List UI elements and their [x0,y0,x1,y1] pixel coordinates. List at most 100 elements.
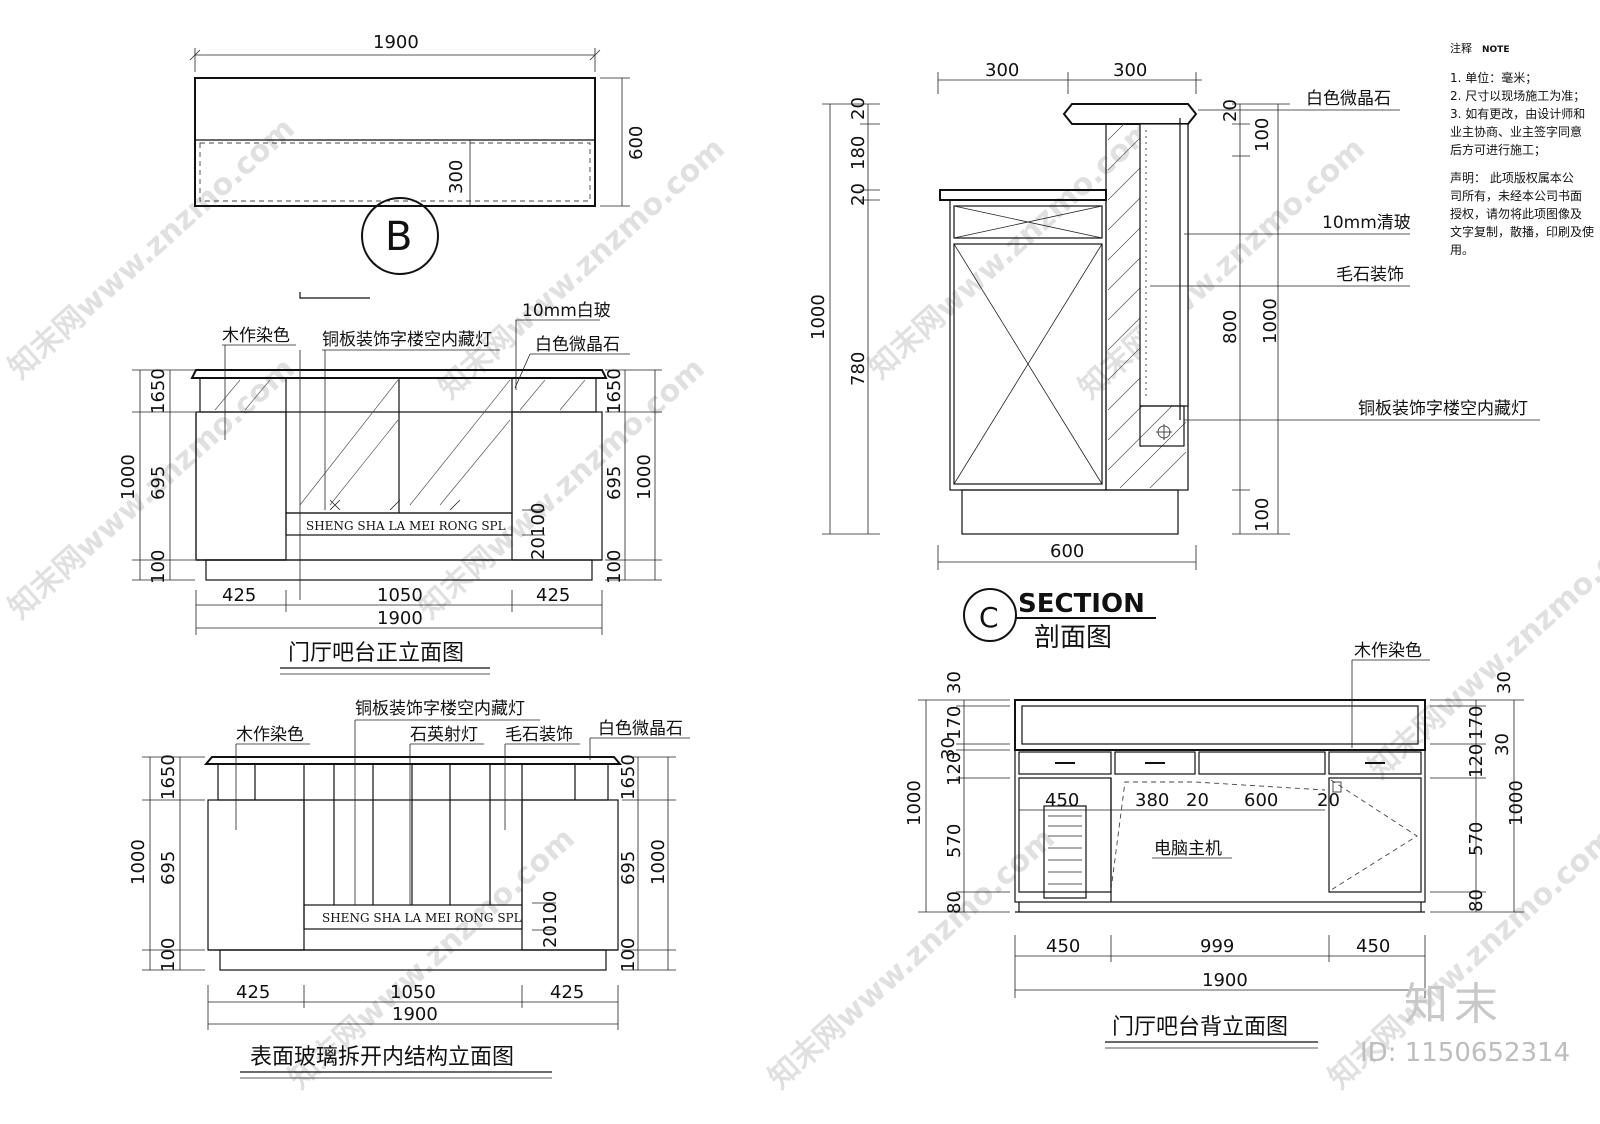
front-sign-text: SHENG SHA LA MEI RONG SPL [306,519,506,533]
inner-dim-sign-a: 20 [540,925,561,948]
statement-line: 司所有，未经本公司书面 [1450,189,1583,203]
front-dim-top-left: 1650 [148,368,169,414]
section-dim-r800: 800 [1220,310,1241,344]
inner-dim-top-right: 1650 [618,754,639,800]
inner-dim-top-left: 1650 [158,754,179,800]
back-dim-l30: 30 [944,671,965,694]
back-dim-l120: 120 [944,752,965,786]
section-dim-l180: 180 [848,136,869,170]
note-item: 业主协商、业主签字同意 [1450,125,1583,139]
back-dim-r30b: 30 [1492,733,1513,756]
section-dim-top-left: 300 [985,60,1019,81]
inner-dim-w1: 425 [236,982,270,1003]
back-dim-rtotal: 1000 [1506,780,1527,826]
statement-line: 授权，请勿将此项图像及 [1450,207,1583,221]
back-dim-i450: 450 [1045,790,1079,811]
section-title-cn: 剖面图 [1034,623,1112,653]
front-elevation-title: 门厅吧台正立面图 [288,641,464,666]
front-label-stone: 白色微晶石 [535,335,620,355]
back-dim-i600: 600 [1244,790,1278,811]
front-dim-base-left: 100 [148,550,169,584]
section-dim-top-right: 300 [1113,60,1147,81]
front-dim-top-right: 1650 [604,368,625,414]
front-dim-total-left: 1000 [118,454,139,500]
back-dim-r80: 80 [1466,889,1487,912]
inner-dim-w2: 1050 [390,982,436,1003]
back-dim-w3: 450 [1356,936,1390,957]
front-dim-base-right: 100 [604,550,625,584]
section-title-en: SECTION [1018,589,1145,619]
note-item: 1. 单位：毫米； [1450,71,1538,85]
inner-dim-total-left: 1000 [128,839,149,885]
inner-dim-total-right: 1000 [648,839,669,885]
plan-width-dim: 1900 [373,32,419,53]
inner-label-copper: 铜板装饰字楼空内藏灯 [355,699,525,719]
back-dim-l570: 570 [944,824,965,858]
back-dim-w2: 999 [1200,936,1234,957]
front-dim-w1: 425 [222,585,256,606]
front-dim-wt: 1900 [377,608,423,629]
front-dim-total-right: 1000 [634,454,655,500]
section-dim-bottom: 600 [1050,541,1084,562]
section-label-rough: 毛石装饰 [1336,265,1404,285]
inner-dim-base-left: 100 [158,938,179,972]
front-label-wood: 木作染色 [222,326,290,346]
statement-line: 用。 [1450,243,1475,257]
section-dim-l20b: 20 [848,183,869,206]
brand-watermark: 知末 [1404,979,1504,1030]
back-dim-l80: 80 [944,891,965,914]
image-id-watermark: ID: 1150652314 [1360,1038,1571,1068]
section-label-copper: 铜板装饰字楼空内藏灯 [1358,399,1528,419]
inner-label-stone: 白色微晶石 [598,719,683,739]
section-marker-c-letter: C [979,601,999,634]
statement-line: 声明： 此项版权属本公 [1450,171,1574,185]
inner-dim-mid-left: 695 [158,851,179,885]
back-label-pc: 电脑主机 [1154,839,1222,859]
section-dim-left-total: 1000 [808,294,829,340]
inner-sign-text: SHENG SHA LA MEI RONG SPL [322,911,522,925]
section-dim-r100b: 100 [1252,498,1273,532]
inner-elevation-title: 表面玻璃拆开内结构立面图 [250,1045,514,1070]
inner-dim-wt: 1900 [392,1004,438,1025]
section-marker-b-letter: B [385,214,412,260]
front-elevation: SHENG SHA LA MEI RONG SPL 木作染色 铜板装饰字楼空内藏… [118,301,662,675]
plan-inner-dim: 300 [446,160,467,194]
front-label-glass: 10mm白玻 [522,301,611,321]
back-dim-r170: 170 [1466,706,1487,740]
inner-label-rough: 毛石装饰 [505,725,573,745]
inner-dim-base-right: 100 [618,938,639,972]
section-view: 300 300 1000 20 180 20 780 20 100 800 10… [808,60,1540,653]
watermark-text: 知末网www.znzmo.com [762,821,1062,1096]
section-marker-b [361,197,439,275]
back-dim-i20: 20 [1186,790,1209,811]
section-dim-r20: 20 [1220,99,1241,122]
front-dim-sign-a: 20 [528,537,549,560]
front-dim-w2: 1050 [377,585,423,606]
section-label-stone: 白色微晶石 [1306,89,1391,109]
section-dim-r100: 100 [1252,118,1273,152]
back-dim-r120: 120 [1466,744,1487,778]
plan-depth-dim: 600 [626,126,647,160]
note-item: 2. 尺寸以现场施工为准； [1450,89,1586,103]
inner-dim-w3: 425 [550,982,584,1003]
inner-label-wood: 木作染色 [236,725,304,745]
back-dim-l170: 170 [944,706,965,740]
pc-tower-icon [1043,805,1087,899]
section-label-glass: 10mm清玻 [1322,213,1411,233]
back-dim-wt: 1900 [1202,970,1248,991]
inner-label-spot: 石英射灯 [410,725,478,745]
back-dim-i380: 380 [1135,790,1169,811]
section-dim-l20a: 20 [848,97,869,120]
back-elevation: 450 380 20 600 20 木作染色 电脑主机 1000 30 170 … [904,641,1527,1049]
front-dim-mid-right: 695 [604,466,625,500]
note-item: 后方可进行施工； [1450,143,1547,157]
plan-view: 1900 600 300 B [189,32,647,299]
back-dim-i20b: 20 [1317,790,1340,811]
back-dim-w1: 450 [1046,936,1080,957]
inner-structure-elevation: SHENG SHA LA MEI RONG SPL 铜板装饰字楼空内藏灯 木作染… [128,699,690,1079]
notes-heading-en: NOTE [1482,45,1510,55]
inner-dim-sign-b: 100 [540,891,561,925]
